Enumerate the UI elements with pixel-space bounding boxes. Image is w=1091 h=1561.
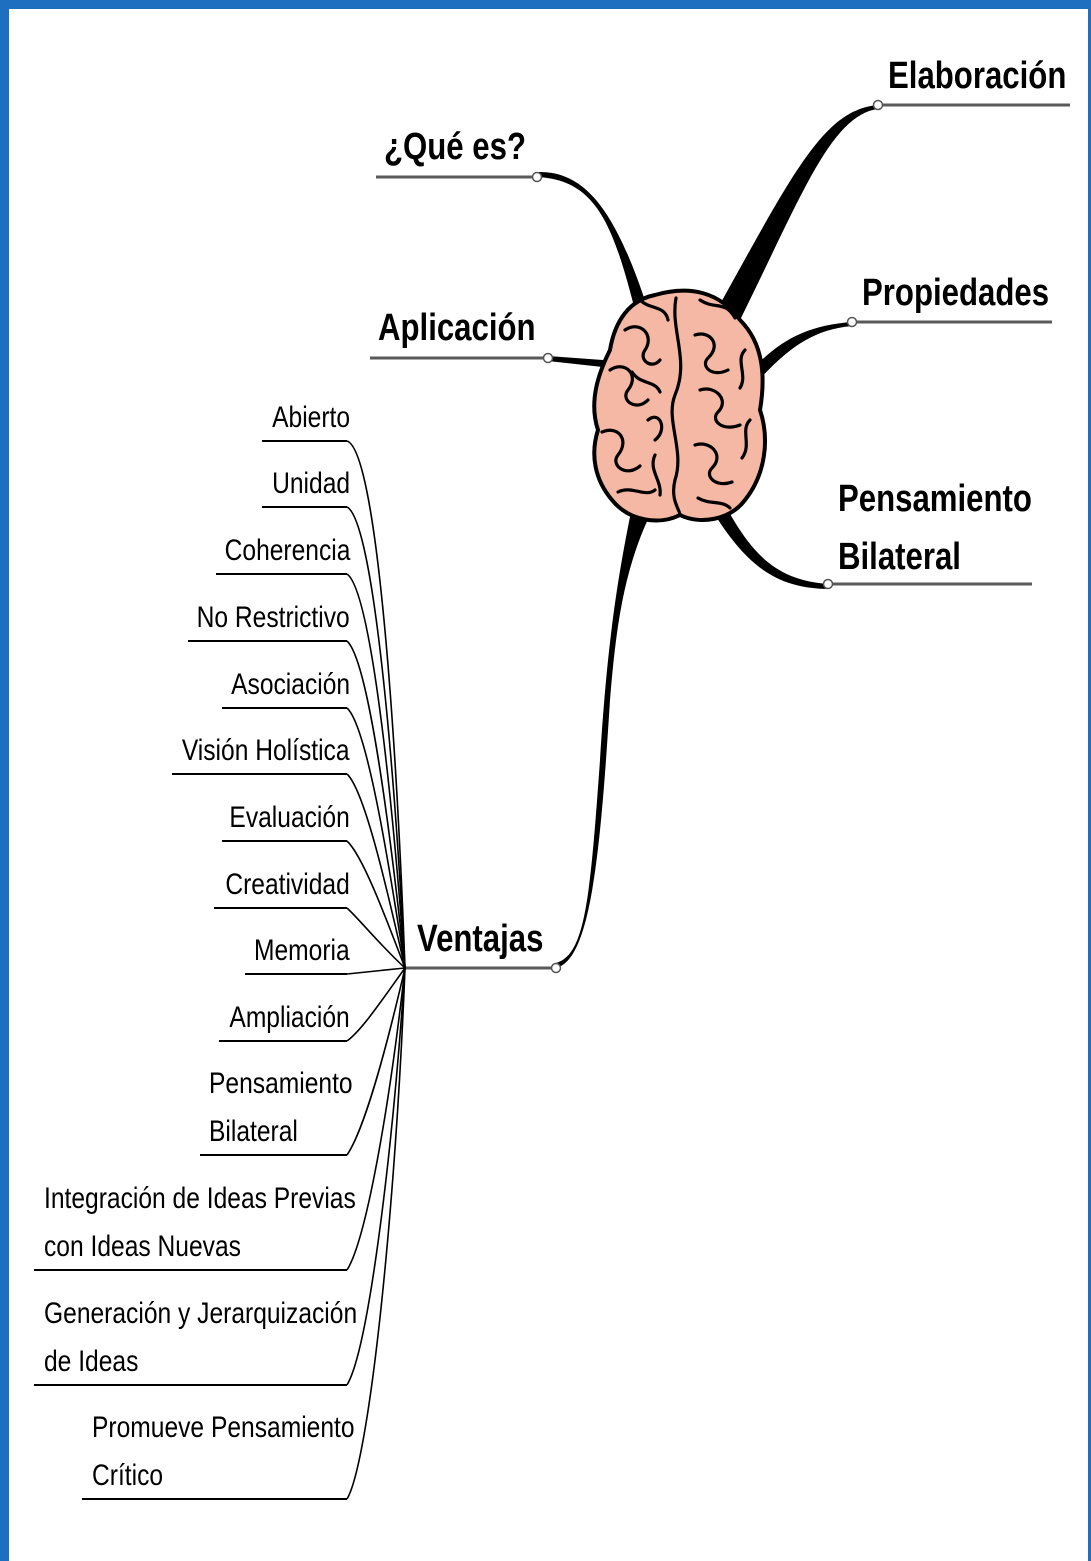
ventajas-item-pensamiento-bilateral: Pensamiento Bilateral <box>209 1060 353 1156</box>
ventajas-item-creatividad: Creatividad <box>226 861 350 909</box>
branch-label-aplicacion: Aplicación <box>378 299 536 357</box>
ventajas-item-abierto: Abierto <box>272 394 350 442</box>
brain-icon <box>594 291 765 521</box>
item-line: Pensamiento <box>209 1060 353 1108</box>
item-line: Integración de Ideas Previas <box>44 1175 356 1223</box>
ventajas-item-unidad: Unidad <box>272 460 350 508</box>
branch-label-pensamiento-bilateral: Pensamiento Bilateral <box>838 470 1032 586</box>
branch-label-ventajas: Ventajas <box>417 910 543 968</box>
ventajas-item-generacion: Generación y Jerarquización de Ideas <box>44 1290 357 1386</box>
ventajas-item-coherencia: Coherencia <box>224 527 350 575</box>
branch-pensamiento-bilateral <box>715 505 828 589</box>
branch-ventajas <box>556 470 675 968</box>
branch-label-que-es: ¿Qué es? <box>384 118 526 176</box>
ventajas-item-evaluacion: Evaluación <box>230 794 350 842</box>
item-line: Bilateral <box>209 1108 353 1156</box>
ventajas-item-integracion: Integración de Ideas Previas con Ideas N… <box>44 1175 356 1271</box>
ventajas-item-no-restrictivo: No Restrictivo <box>197 594 350 642</box>
branch-label-line: Bilateral <box>838 528 1032 586</box>
branch-label-propiedades: Propiedades <box>862 264 1049 322</box>
ventajas-item-memoria: Memoria <box>254 927 350 975</box>
item-line: con Ideas Nuevas <box>44 1223 356 1271</box>
ventajas-item-ampliacion: Ampliación <box>230 994 350 1042</box>
ventajas-item-promueve: Promueve Pensamiento Crítico <box>92 1404 355 1500</box>
ventajas-item-vision-holistica: Visión Holística <box>182 727 350 775</box>
item-line: Crítico <box>92 1452 355 1500</box>
item-line: de Ideas <box>44 1338 357 1386</box>
ventajas-item-asociacion: Asociación <box>231 661 350 709</box>
item-line: Generación y Jerarquización <box>44 1290 357 1338</box>
branch-label-elaboracion: Elaboración <box>888 47 1066 105</box>
item-line: Promueve Pensamiento <box>92 1404 355 1452</box>
branch-label-line: Pensamiento <box>838 470 1032 528</box>
